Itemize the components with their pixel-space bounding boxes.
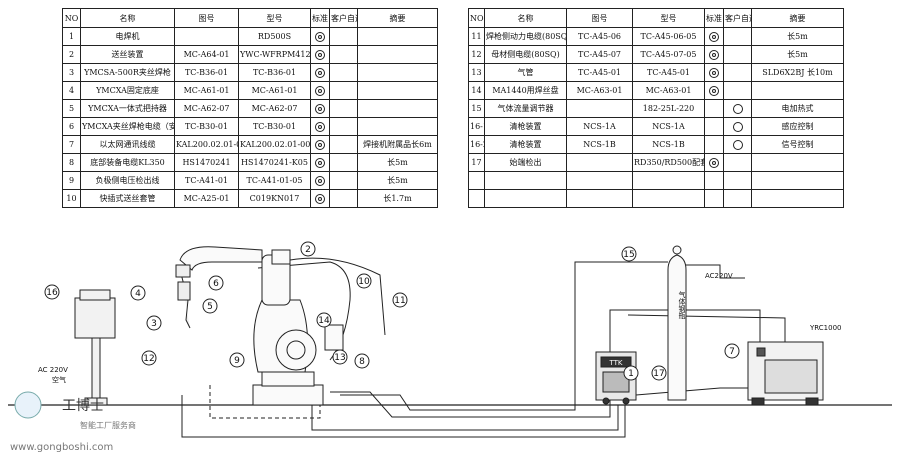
torch-cleaner: [74, 289, 116, 406]
cell-no: 10: [62, 189, 81, 208]
callout-3: 3: [151, 319, 157, 329]
callout-circle: [202, 298, 218, 314]
callout-circle: [141, 350, 157, 366]
ttk-label: TTK: [608, 359, 622, 367]
callout-9: 9: [234, 356, 240, 366]
callout-4: 4: [135, 289, 141, 299]
standard-mark-icon: [315, 175, 325, 186]
standard-mark-icon: [315, 31, 325, 42]
cylinder-label: 气体钢瓶: [678, 290, 686, 320]
callout-5: 5: [207, 302, 213, 312]
watermark-cn: 工博士: [62, 397, 104, 414]
cell-std: [310, 135, 330, 154]
standard-mark-icon: [709, 157, 719, 168]
standard-mark-icon: [315, 157, 325, 168]
standard-mark-icon: [315, 103, 325, 114]
cell-note: 长5m: [357, 153, 438, 172]
standard-mark-icon: [709, 49, 719, 60]
yrc-label: YRC1000: [809, 324, 842, 332]
callout-circle: [300, 241, 316, 257]
cell-std: [310, 189, 330, 208]
table-row: 7以太网通讯线缆KAL200.02.01-008AKAL200.02.01-00…: [62, 135, 438, 154]
callout-circle: [621, 246, 637, 262]
table-header-row: NO名称图号型号标准客户自选摘要: [468, 8, 844, 28]
callout-14: 14: [318, 316, 330, 326]
callout-6: 6: [213, 279, 219, 289]
cell-name: 快插式送丝套管: [80, 189, 175, 208]
gas-cylinder: [667, 245, 687, 401]
callout-13: 13: [334, 353, 345, 363]
watermark-url: www.gongboshi.com: [10, 442, 113, 453]
callout-circle: [146, 315, 162, 331]
standard-mark-icon: [315, 49, 325, 60]
callout-circle: [44, 284, 60, 300]
callout-circle: [130, 285, 146, 301]
callout-7: 7: [729, 347, 735, 357]
callout-circle: [332, 349, 348, 365]
callout-circle: [229, 352, 245, 368]
callout-8: 8: [359, 357, 365, 367]
standard-mark-icon: [315, 85, 325, 96]
callout-circle: [724, 343, 740, 359]
standard-mark-icon: [315, 67, 325, 78]
standard-mark-icon: [315, 139, 325, 150]
ac220v-left-label: AC 220V: [38, 366, 68, 374]
callout-17: 17: [653, 369, 664, 379]
callout-12: 12: [143, 354, 154, 364]
callout-16: 16: [46, 288, 58, 298]
standard-mark-icon: [315, 121, 325, 132]
callout-15: 15: [623, 250, 634, 260]
standard-mark-icon: [709, 85, 719, 96]
watermark-sub: 智能工厂服务商: [80, 420, 136, 430]
cell-model: C019KN017: [238, 189, 311, 208]
standard-mark-icon: [315, 193, 325, 204]
callout-circle: [392, 292, 408, 308]
ac220v-right-label: AC220V: [705, 272, 733, 280]
callout-circle: [354, 353, 370, 369]
standard-mark-icon: [709, 67, 719, 78]
cell-note: [751, 189, 844, 208]
callout-circle: [356, 273, 372, 289]
callout-11: 11: [394, 296, 405, 306]
air-label: 空气: [52, 375, 66, 384]
watermark: 工博士 www.gongboshi.com 智能工厂服务商: [10, 391, 136, 453]
optional-mark-icon: [732, 103, 743, 114]
callout-circle: [208, 275, 224, 291]
callout-circle: [623, 365, 639, 381]
table-row: [468, 189, 844, 208]
optional-mark-icon: [732, 121, 743, 132]
cell-std: [704, 63, 724, 82]
optional-mark-icon: [732, 139, 743, 150]
robot-controller: [747, 341, 824, 406]
cell-std: [704, 153, 724, 172]
cell-std: [310, 63, 330, 82]
robot-arm: [179, 246, 344, 406]
callout-1: 1: [628, 369, 634, 379]
cell-note: 长1.7m: [357, 189, 438, 208]
standard-mark-icon: [709, 31, 719, 42]
parts-table-right: NO名称图号型号标准客户自选摘要 11焊枪侧动力电缆(80SQ)TC-A45-0…: [468, 8, 844, 208]
welding-torch: [175, 264, 191, 329]
callout-circle: [316, 312, 332, 328]
table-header-row: NO名称图号型号标准客户自选摘要: [62, 8, 438, 28]
callout-10: 10: [358, 277, 370, 287]
callout-2: 2: [305, 245, 311, 255]
parts-table-left: NO名称图号型号标准客户自选摘要 1电焊机RD500S2送丝装置MC-A64-0…: [62, 8, 438, 208]
callout-circle: [651, 365, 667, 381]
